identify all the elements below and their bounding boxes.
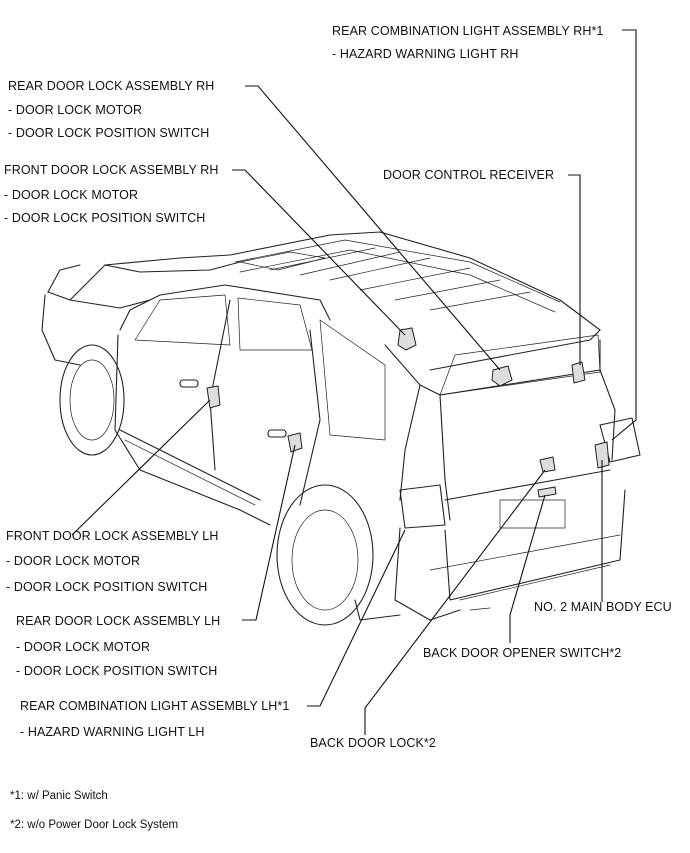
- rear-door-lh-lock-motor: - DOOR LOCK MOTOR: [16, 640, 151, 654]
- rear-combination-light-rh-title: REAR COMBINATION LIGHT ASSEMBLY RH*1: [332, 24, 604, 38]
- footnote-2: *2: w/o Power Door Lock System: [10, 819, 179, 831]
- footnote-1: *1: w/ Panic Switch: [10, 790, 108, 802]
- front-door-lock-rh-title: FRONT DOOR LOCK ASSEMBLY RH: [4, 163, 219, 177]
- back-door-opener-switch-label: BACK DOOR OPENER SWITCH*2: [423, 646, 622, 660]
- hazard-warning-light-lh: - HAZARD WARNING LIGHT LH: [20, 725, 205, 739]
- hazard-warning-light-rh: - HAZARD WARNING LIGHT RH: [332, 47, 519, 61]
- leader-lines: [71, 29, 637, 735]
- rear-door-rh-lock-motor: - DOOR LOCK MOTOR: [8, 103, 143, 117]
- rear-door-lh-position-switch: - DOOR LOCK POSITION SWITCH: [16, 664, 218, 678]
- front-door-rh-lock-motor: - DOOR LOCK MOTOR: [4, 188, 139, 202]
- no2-main-body-ecu-label: NO. 2 MAIN BODY ECU: [534, 600, 672, 614]
- front-door-lh-lock-motor: - DOOR LOCK MOTOR: [6, 554, 141, 568]
- component-markers: [206, 327, 610, 498]
- rear-door-rh-position-switch: - DOOR LOCK POSITION SWITCH: [8, 126, 210, 140]
- rear-door-lock-lh-title: REAR DOOR LOCK ASSEMBLY LH: [16, 614, 221, 628]
- front-door-rh-position-switch: - DOOR LOCK POSITION SWITCH: [4, 211, 206, 225]
- rear-door-lock-rh-title: REAR DOOR LOCK ASSEMBLY RH: [8, 79, 215, 93]
- rear-combination-light-lh-title: REAR COMBINATION LIGHT ASSEMBLY LH*1: [20, 699, 290, 713]
- door-control-receiver-label: DOOR CONTROL RECEIVER: [383, 168, 555, 182]
- front-door-lock-lh-title: FRONT DOOR LOCK ASSEMBLY LH: [6, 529, 219, 543]
- back-door-lock-label: BACK DOOR LOCK*2: [310, 736, 436, 750]
- front-door-lh-position-switch: - DOOR LOCK POSITION SWITCH: [6, 580, 208, 594]
